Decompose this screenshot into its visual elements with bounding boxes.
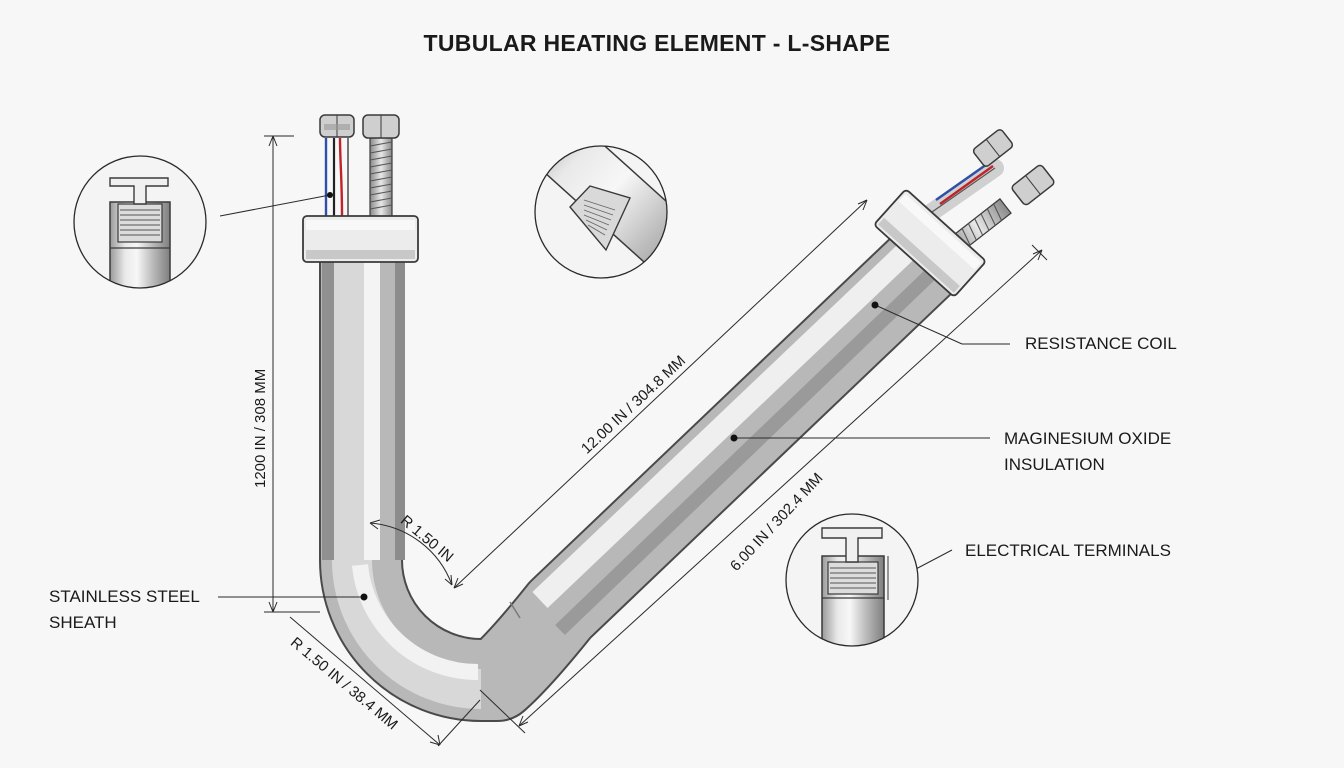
label-insulation-line1: MAGINESIUM OXIDE [1004,429,1172,448]
detail-view-top [534,145,668,279]
right-terminal-assembly [874,129,1055,297]
label-sheath-line1: STAINLESS STEEL [49,587,200,606]
label-insulation-line2: INSULATION [1004,455,1105,474]
tube-sheath [319,231,954,722]
label-sheath-line2: SHEATH [49,613,117,632]
detail-view-left [73,155,207,289]
left-terminal-assembly [302,114,419,263]
diagram-title: TUBULAR HEATING ELEMENT - L-SHAPE [423,30,891,56]
label-resistance-coil: RESISTANCE COIL [1025,334,1177,353]
detail-view-right [785,513,919,647]
dimension-lines [264,135,1048,747]
dim-vertical-length: 1200 IN / 308 MM [252,368,269,488]
label-electrical-terminals: ELECTRICAL TERMINALS [965,541,1171,560]
